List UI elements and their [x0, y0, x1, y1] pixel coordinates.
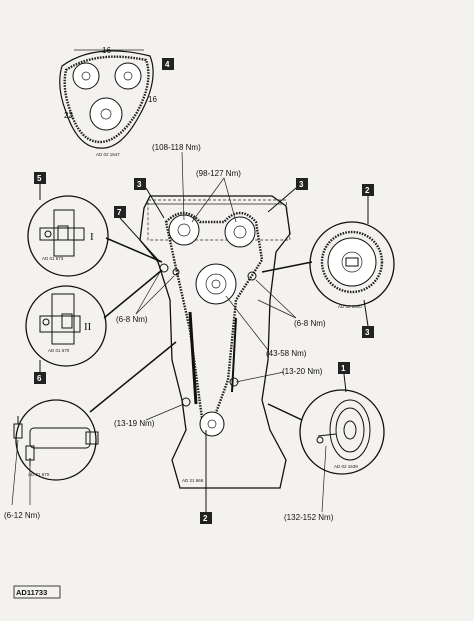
position-label-1: I [90, 231, 94, 243]
ref-inset-4: AD 02 1647 [96, 152, 120, 157]
inset-chain-layout: 16 16 22 AD 02 1647 4 [59, 46, 174, 157]
engine-block: AD 21 666 [139, 195, 291, 489]
figure-reference: AD11733 [16, 588, 47, 597]
callout-7: 7 [117, 208, 122, 217]
intermediate-sprocket [195, 263, 237, 305]
inset-left-sprocket [72, 62, 100, 90]
position-label-2: II [84, 321, 92, 333]
callout-4-box [162, 58, 174, 70]
inset-sprocket-detail: 2 AD 02 1640 3 [309, 184, 395, 338]
torque-43-58: (43-58 Nm) [266, 349, 307, 358]
crankshaft-sprocket [199, 411, 225, 437]
ref-main: AD 21 666 [182, 478, 204, 483]
ref-inset-6: AD 01 670 [48, 348, 70, 353]
chain-count-top: 16 [102, 46, 111, 55]
torque-132-152: (132-152 Nm) [284, 513, 334, 522]
callout-2-bottom: 2 [203, 514, 208, 523]
torque-13-19: (13-19 Nm) [114, 419, 155, 428]
ref-inset-1: AD 02 1639 [334, 464, 358, 469]
chain-count-left: 22 [64, 111, 73, 120]
ref-inset-2: AD 02 1640 [338, 304, 362, 309]
torque-6-12: (6-12 Nm) [4, 511, 40, 520]
inset-tensioner-position-1: 5 I AD 01 673 [27, 172, 109, 277]
callout-6: 6 [37, 374, 42, 383]
callout-4: 4 [165, 60, 170, 69]
callout-1: 1 [341, 364, 346, 373]
callout-3-left: 3 [137, 180, 142, 189]
callout-2-right: 2 [365, 186, 370, 195]
torque-6-8-left: (6-8 Nm) [116, 315, 148, 324]
camshaft-gear-right [224, 216, 256, 248]
inset-right-sprocket [114, 62, 142, 90]
inset-crank-pulley: 1 AD 02 1639 [299, 362, 385, 475]
torque-cam-right: (98-127 Nm) [196, 169, 241, 178]
chain-count-right: 16 [148, 95, 157, 104]
inset-tensioner-body: AD 01 670 (6-12 Nm) [4, 399, 99, 520]
ref-inset-tensioner: AD 01 670 [28, 472, 50, 477]
inset-lower-sprocket [89, 97, 123, 131]
callout-5: 5 [37, 174, 42, 183]
inset-tensioner-position-2: II AD 01 670 6 [25, 285, 107, 384]
ref-inset-5: AD 01 673 [42, 256, 64, 261]
callout-3-right: 3 [299, 180, 304, 189]
torque-cam-left: (108-118 Nm) [152, 143, 201, 152]
callout-3-inset: 3 [365, 328, 370, 337]
torque-6-8-right: (6-8 Nm) [294, 319, 326, 328]
torque-13-20: (13-20 Nm) [282, 367, 323, 376]
